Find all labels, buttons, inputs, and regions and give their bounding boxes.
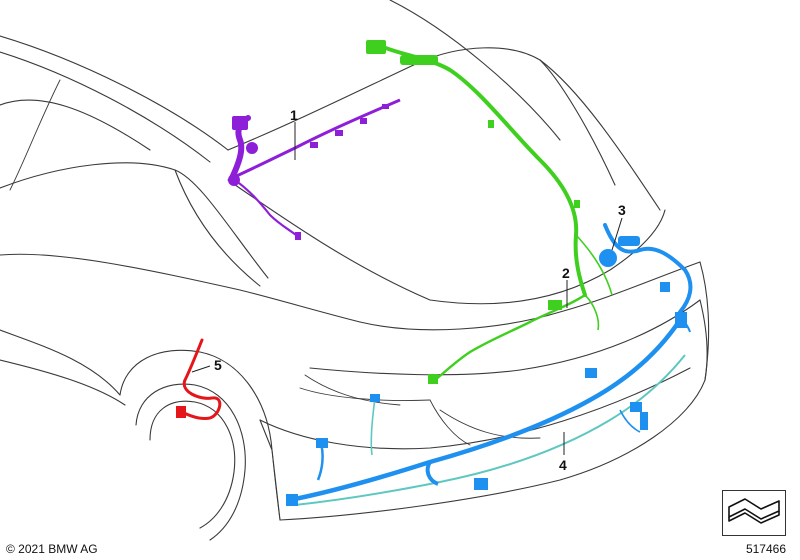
callout-4: 4 — [559, 457, 567, 473]
callout-5: 5 — [214, 357, 222, 373]
vehicle-body-outline — [0, 0, 710, 541]
callout-2: 2 — [562, 265, 570, 281]
wiring-harness-3 — [599, 223, 693, 333]
wiring-harness-5 — [176, 338, 222, 420]
callout-1: 1 — [290, 107, 298, 123]
document-number: 517466 — [745, 542, 786, 556]
folded-part-symbol-icon — [722, 490, 786, 536]
copyright-notice: © 2021 BMW AG — [6, 542, 98, 556]
wiring-harness-4 — [286, 282, 687, 506]
wiring-harness-1 — [228, 98, 401, 240]
leader-lines — [191, 122, 623, 455]
wiring-harness-2 — [366, 40, 613, 384]
callout-3: 3 — [618, 202, 626, 218]
